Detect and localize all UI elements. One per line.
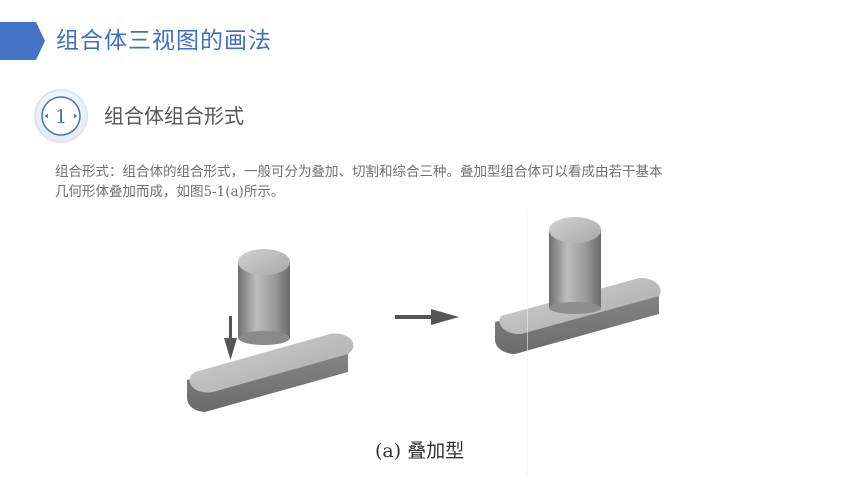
right-cylinder-top [549,217,601,243]
stacking-figure [187,210,661,475]
figure-caption: (a) 叠加型 [375,440,465,462]
right-arrow-icon [395,309,459,325]
page-title: 组合体三视图的画法 [56,28,272,54]
body-line-2: 几何形体叠加而成，如图5-1(a)所示。 [55,184,285,200]
right-cylinder-bottom [549,302,601,314]
down-arrow-icon [224,316,237,360]
separate-parts [187,249,354,412]
left-slab-top [189,333,354,393]
left-cylinder-bottom [238,331,290,345]
left-chevron-icon [45,113,48,119]
body-line-1: 组合形式：组合体的组合形式，一般可分为叠加、切割和综合三种。叠加型组合体可以看成… [55,164,663,180]
section-title: 组合体组合形式 [104,104,244,128]
body-paragraph: 组合形式：组合体的组合形式，一般可分为叠加、切割和综合三种。叠加型组合体可以看成… [55,162,795,202]
assembled-part [495,217,661,354]
svg-text:1: 1 [55,106,67,128]
title-band-icon [0,22,45,60]
right-chevron-icon [74,113,77,119]
section-number-badge: 1 [34,89,88,143]
left-cylinder-top [238,249,290,275]
